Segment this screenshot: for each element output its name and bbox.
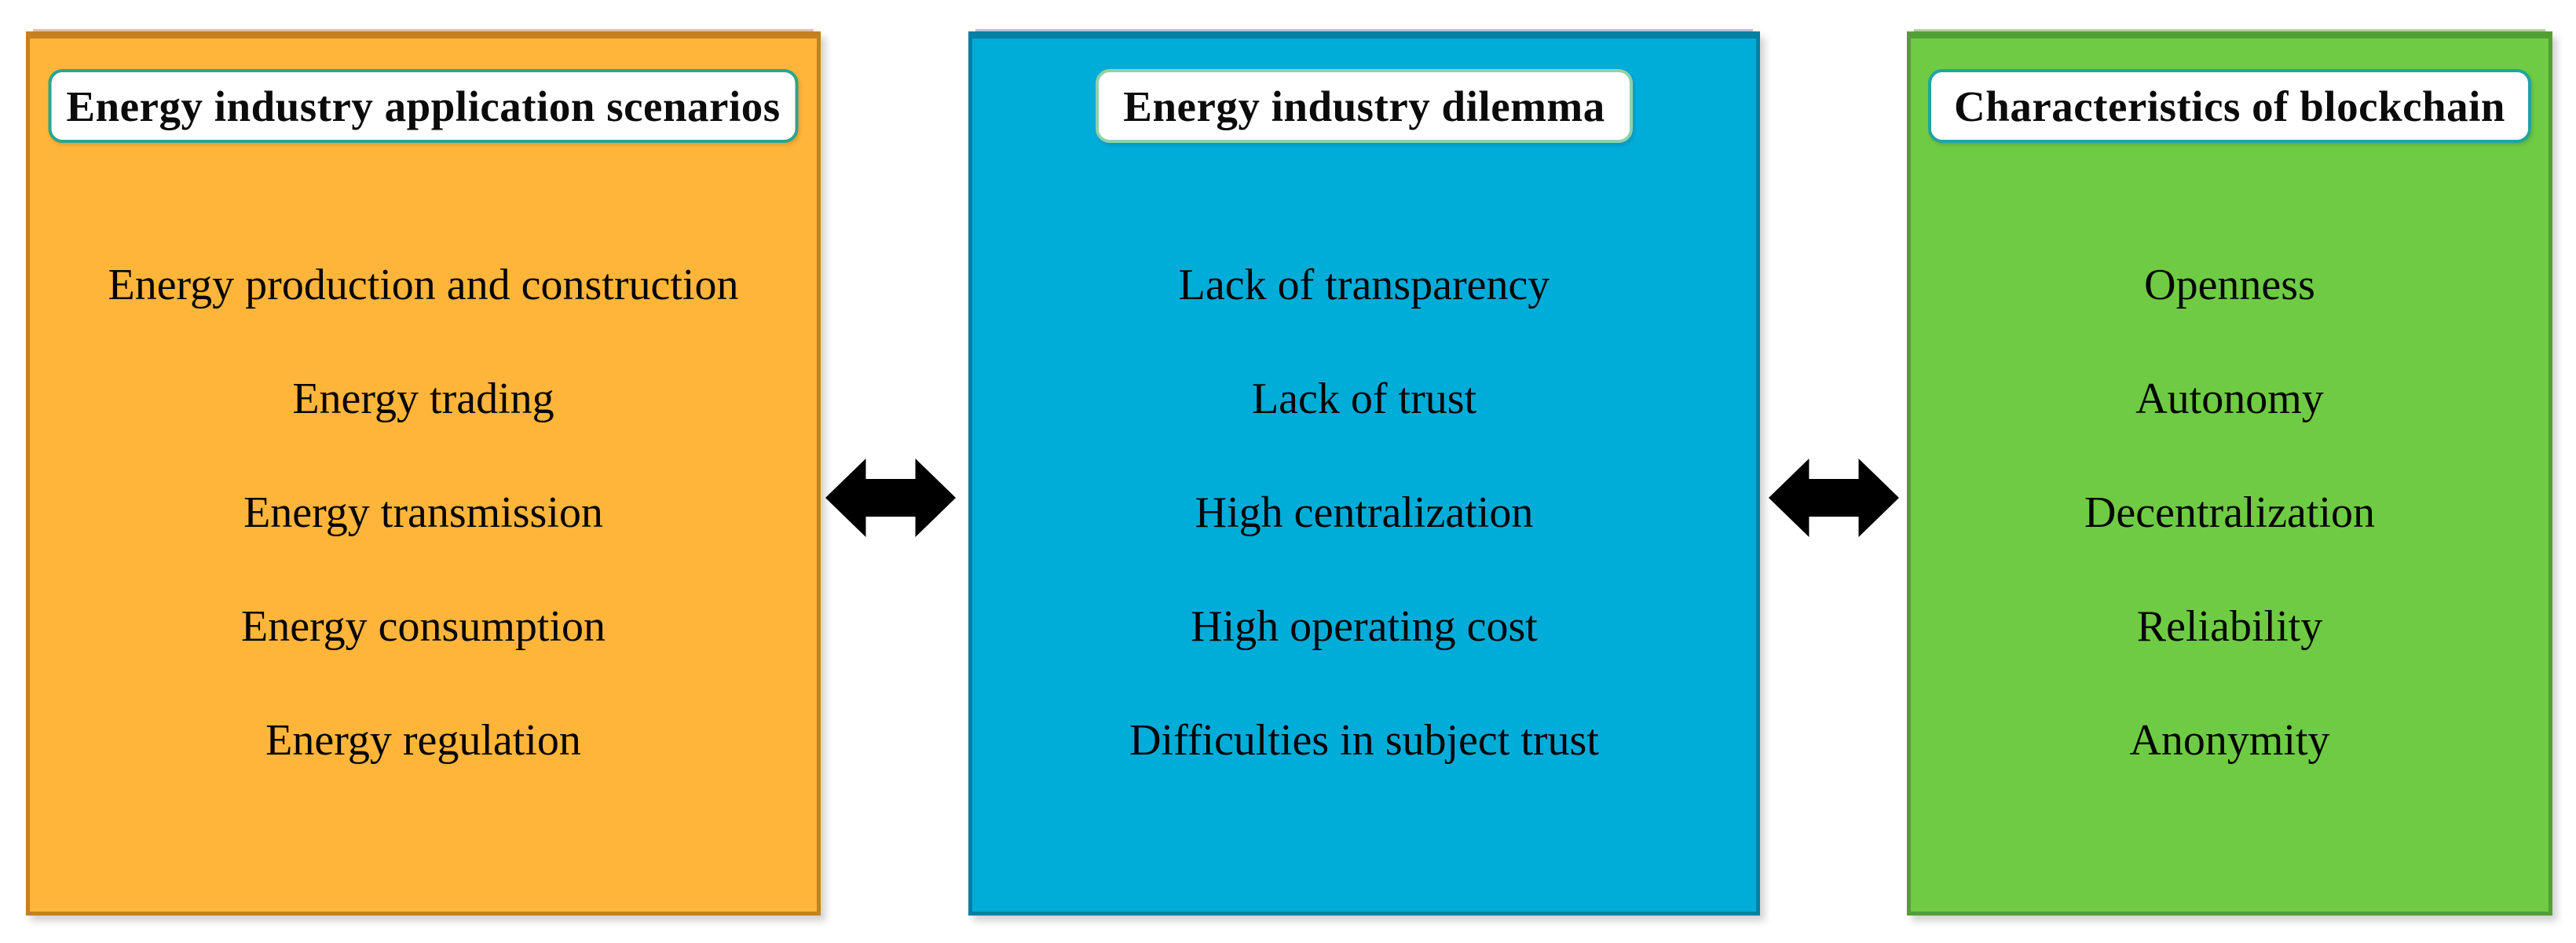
list-item: High centralization <box>1195 488 1534 537</box>
list-item: Difficulties in subject trust <box>1129 715 1599 765</box>
item-list-blockchain-characteristics: Openness Autonomy Decentralization Relia… <box>1911 228 2549 797</box>
header-energy-industry-dilemma: Energy industry dilemma <box>1096 69 1633 143</box>
list-item: Anonymity <box>2129 715 2330 765</box>
list-item: High operating cost <box>1191 601 1538 651</box>
list-item: Autonomy <box>2135 374 2324 423</box>
double-headed-arrow-icon <box>1769 459 1899 537</box>
panel-characteristics-of-blockchain: Characteristics of blockchain Openness A… <box>1907 31 2552 916</box>
panel-energy-application-scenarios: Energy industry application scenarios En… <box>26 31 821 916</box>
list-item: Energy transmission <box>243 488 603 537</box>
header-energy-application-scenarios: Energy industry application scenarios <box>48 69 799 143</box>
list-item: Reliability <box>2136 601 2323 651</box>
panel-title: Energy industry dilemma <box>1123 82 1605 130</box>
panel-energy-industry-dilemma: Energy industry dilemma Lack of transpar… <box>968 31 1760 916</box>
panel-title: Energy industry application scenarios <box>66 82 781 130</box>
item-list-application-scenarios: Energy production and construction Energ… <box>30 228 817 797</box>
list-item: Lack of transparency <box>1178 260 1550 309</box>
header-characteristics-of-blockchain: Characteristics of blockchain <box>1928 69 2531 143</box>
panel-title: Characteristics of blockchain <box>1954 82 2505 130</box>
list-item: Openness <box>2144 260 2315 309</box>
double-headed-arrow-icon <box>825 459 956 537</box>
item-list-dilemma: Lack of transparency Lack of trust High … <box>972 228 1756 797</box>
list-item: Decentralization <box>2084 488 2375 537</box>
list-item: Energy trading <box>292 374 554 423</box>
list-item: Lack of trust <box>1251 374 1477 423</box>
list-item: Energy regulation <box>265 715 581 765</box>
list-item: Energy consumption <box>240 601 606 651</box>
list-item: Energy production and construction <box>108 260 739 309</box>
